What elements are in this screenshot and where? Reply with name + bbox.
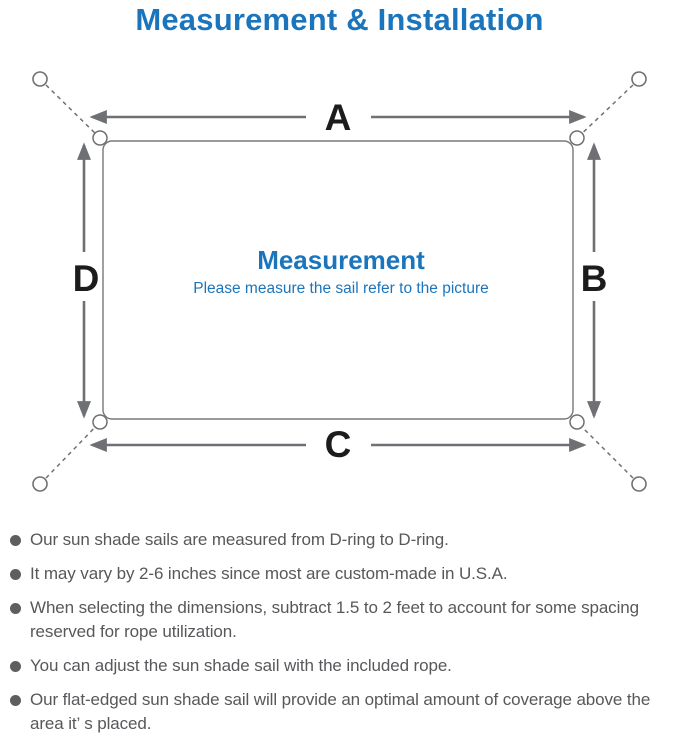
corner-d-rings [92, 130, 585, 430]
d-ring-icon [569, 130, 585, 146]
anchor-points [32, 71, 647, 492]
dim-label-c: C [325, 424, 352, 465]
note-text: It may vary by 2-6 inches since most are… [30, 564, 508, 583]
diagram-center-subtitle: Please measure the sail refer to the pic… [193, 280, 489, 297]
d-ring-icon [92, 414, 108, 430]
dimension-arrows [77, 110, 601, 452]
bullet-icon [10, 603, 21, 614]
rope-line-bottom-right [574, 419, 634, 479]
bullet-icon [10, 661, 21, 672]
anchor-circle-icon [631, 71, 647, 87]
d-ring-icon [569, 414, 585, 430]
dim-label-d: D [73, 258, 100, 299]
bullet-icon [10, 535, 21, 546]
note-item: It may vary by 2-6 inches since most are… [8, 562, 676, 586]
note-text: Our flat-edged sun shade sail will provi… [30, 690, 651, 733]
d-ring-icon [92, 130, 108, 146]
notes-list: Our sun shade sails are measured from D-… [8, 528, 676, 739]
rope-dashed-lines [45, 84, 634, 479]
rope-line-bottom-left [45, 419, 103, 479]
anchor-circle-icon [32, 476, 48, 492]
note-text: Our sun shade sails are measured from D-… [30, 530, 449, 549]
diagram-center-title: Measurement [257, 245, 425, 275]
rope-line-top-left [45, 84, 103, 141]
note-text: When selecting the dimensions, subtract … [30, 598, 639, 641]
note-item: You can adjust the sun shade sail with t… [8, 654, 676, 678]
dim-label-a: A [325, 97, 352, 138]
dim-label-b: B [581, 258, 608, 299]
anchor-circle-icon [631, 476, 647, 492]
anchor-circle-icon [32, 71, 48, 87]
page-title: Measurement & Installation [135, 2, 544, 37]
measurement-diagram: A B C D Measurement Please measure the s… [32, 71, 647, 492]
bullet-icon [10, 569, 21, 580]
note-text: You can adjust the sun shade sail with t… [30, 656, 452, 675]
note-item: When selecting the dimensions, subtract … [8, 596, 676, 644]
note-item: Our flat-edged sun shade sail will provi… [8, 688, 676, 736]
note-item: Our sun shade sails are measured from D-… [8, 528, 676, 552]
sail-outline [102, 140, 574, 420]
rope-line-top-right [574, 84, 634, 141]
bullet-icon [10, 695, 21, 706]
